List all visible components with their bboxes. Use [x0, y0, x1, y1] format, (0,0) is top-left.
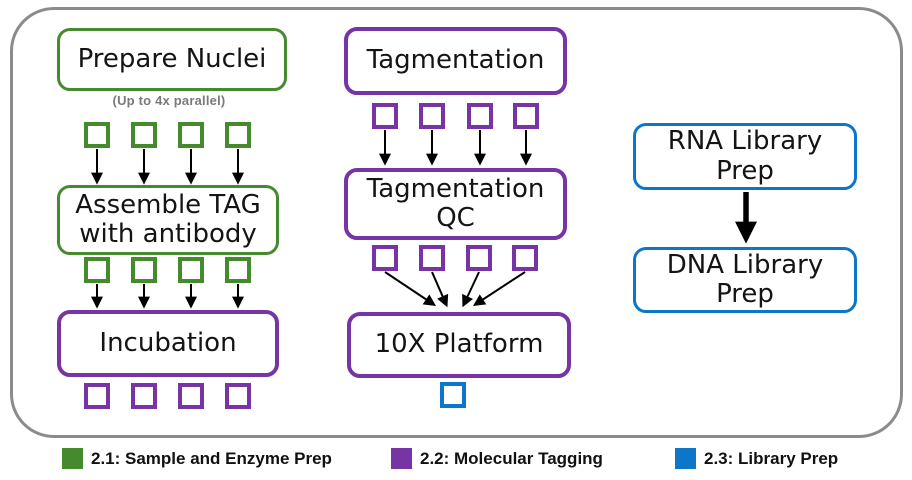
node-incubation: Incubation — [57, 310, 279, 377]
legend-label: 2.1: Sample and Enzyme Prep — [91, 448, 332, 468]
legend-swatch-blue — [675, 448, 696, 469]
legend-label: 2.3: Library Prep — [704, 448, 839, 468]
sample-square — [178, 257, 204, 283]
parallel-note: (Up to 4x parallel) — [112, 93, 226, 108]
legend-label: 2.2: Molecular Tagging — [420, 448, 603, 468]
node-tagmentation-label: Tagmentation — [366, 45, 545, 76]
sample-square — [131, 257, 157, 283]
legend-swatch-green — [62, 448, 83, 469]
sample-square — [467, 103, 493, 129]
sample-square — [466, 245, 492, 271]
node-dna-library-prep-label: DNA Library Prep — [666, 249, 824, 309]
node-10x-platform: 10X Platform — [347, 312, 571, 378]
sample-square — [372, 103, 398, 129]
sample-square — [225, 383, 251, 409]
legend-item-molecular-tagging: 2.2: Molecular Tagging — [391, 448, 603, 469]
sample-square — [512, 245, 538, 271]
legend-item-library-prep: 2.3: Library Prep — [675, 448, 838, 469]
sample-square — [372, 245, 398, 271]
sample-square — [178, 122, 204, 148]
node-rna-library-prep-label: RNA Library Prep — [667, 126, 823, 186]
sample-square — [178, 383, 204, 409]
sample-square — [131, 122, 157, 148]
sample-square — [131, 383, 157, 409]
node-assemble-tag: Assemble TAG with antibody — [57, 185, 279, 255]
node-10x-platform-label: 10X Platform — [374, 329, 544, 360]
sample-square — [225, 122, 251, 148]
node-dna-library-prep: DNA Library Prep — [633, 247, 857, 313]
node-assemble-tag-label: Assemble TAG with antibody — [75, 189, 261, 249]
sample-square — [84, 122, 110, 148]
sample-square — [419, 103, 445, 129]
sample-square — [513, 103, 539, 129]
sample-square — [440, 382, 466, 408]
sample-square — [84, 383, 110, 409]
node-tagmentation-qc: Tagmentation QC — [344, 168, 567, 240]
node-tagmentation: Tagmentation — [344, 27, 567, 95]
node-tagmentation-qc-label: Tagmentation QC — [366, 173, 545, 233]
legend-swatch-purple — [391, 448, 412, 469]
node-prepare-nuclei-label: Prepare Nuclei — [77, 43, 267, 74]
node-prepare-nuclei: Prepare Nuclei — [57, 28, 287, 91]
node-rna-library-prep: RNA Library Prep — [633, 123, 857, 190]
node-incubation-label: Incubation — [99, 327, 237, 358]
legend-item-sample-enzyme-prep: 2.1: Sample and Enzyme Prep — [62, 448, 332, 469]
sample-square — [84, 257, 110, 283]
sample-square — [225, 257, 251, 283]
sample-square — [419, 245, 445, 271]
